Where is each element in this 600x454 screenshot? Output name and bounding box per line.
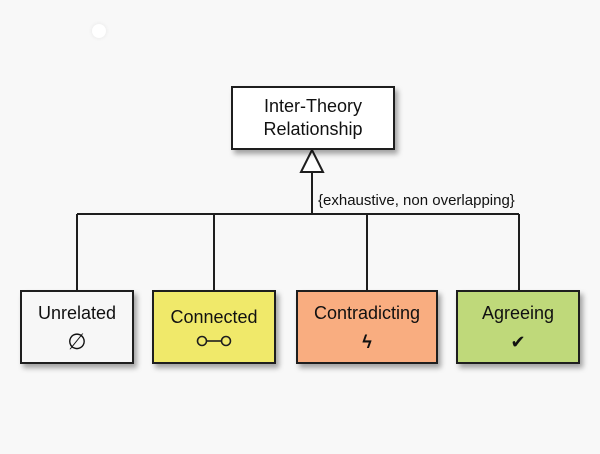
generalization-triangle [299,147,325,173]
root-title-line2: Relationship [263,119,363,139]
agreeing-label: Agreeing [481,303,555,323]
contradicting-label: Contradicting [313,303,421,323]
root-title-line1: Inter-Theory [263,96,363,116]
decorative-dot [92,24,106,38]
unrelated-box: Unrelated ∅ [20,290,134,364]
agreeing-box: Agreeing ✔ [456,290,580,364]
connected-label: Connected [170,307,258,327]
contradicting-box: Contradicting ϟ [296,290,438,364]
link-circles-icon [196,335,232,347]
checkmark-icon: ✔ [510,332,526,352]
unrelated-label: Unrelated [37,303,117,323]
constraint-label: {exhaustive, non overlapping} [318,192,515,209]
lightning-icon: ϟ [362,332,372,352]
empty-set-icon: ∅ [67,329,87,354]
connected-box: Connected [152,290,276,364]
root-box: Inter-Theory Relationship [231,86,395,150]
